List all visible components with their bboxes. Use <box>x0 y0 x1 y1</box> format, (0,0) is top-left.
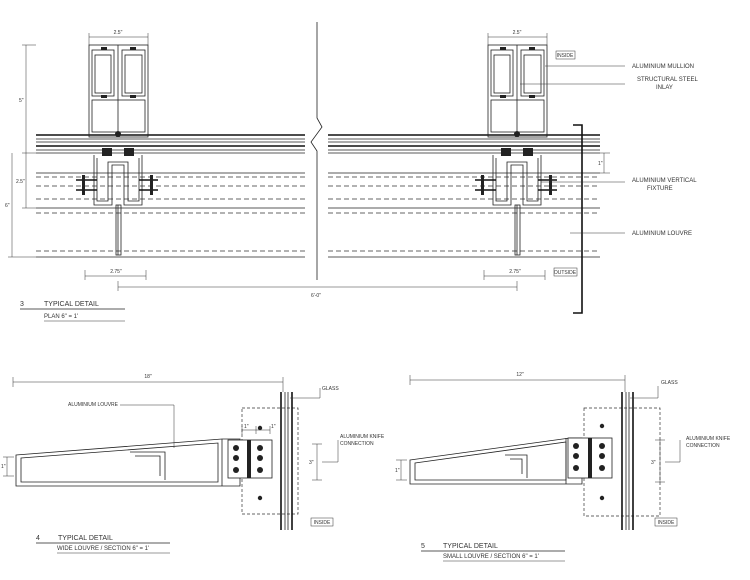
dim-label: 6'-0" <box>311 293 321 299</box>
small-title: 5 TYPICAL DETAIL SMALL LOUVRE / SECTION … <box>421 543 565 562</box>
dim-label: 5" <box>19 98 24 104</box>
small-tag-inside: INSIDE <box>654 517 678 527</box>
louvre-lines-left <box>36 172 305 258</box>
wide-louvre-detail: 18" <box>1 374 385 554</box>
svg-text:WIDE LOUVRE / SECTION 6" = 1: WIDE LOUVRE / SECTION 6" = 1' <box>57 546 149 552</box>
svg-text:ALUMINIUM KNIFE: ALUMINIUM KNIFE <box>340 434 385 440</box>
dim-wide-overall: 18" <box>12 374 284 392</box>
svg-text:3": 3" <box>651 460 656 466</box>
wide-tag-inside: INSIDE <box>310 517 334 527</box>
tag-outside: OUTSIDE <box>553 267 578 277</box>
svg-text:STRUCTURAL STEEL: STRUCTURAL STEEL <box>637 77 698 83</box>
svg-text:1": 1" <box>271 424 276 430</box>
svg-text:3: 3 <box>20 301 24 308</box>
wide-knife-connection <box>227 407 299 515</box>
svg-text:TYPICAL DETAIL: TYPICAL DETAIL <box>443 543 498 550</box>
svg-text:CONNECTION: CONNECTION <box>340 441 374 447</box>
dim-label: 2.5" <box>513 30 522 36</box>
dim-label: 2.75" <box>110 269 122 275</box>
svg-text:1": 1" <box>395 468 400 474</box>
dim-fixture-offset-right: 2.75" <box>483 269 546 280</box>
svg-text:ALUMINIUM VERTICAL: ALUMINIUM VERTICAL <box>632 178 697 184</box>
louvre-lines-right <box>328 172 600 258</box>
wide-label-knife: ALUMINIUM KNIFE CONNECTION <box>322 434 385 463</box>
dim-1in: 1" <box>598 152 610 174</box>
wide-louvre-profile <box>15 438 241 487</box>
dim-overall: 6'-0" <box>117 281 518 299</box>
svg-text:INSIDE: INSIDE <box>557 53 574 59</box>
svg-text:GLASS: GLASS <box>661 380 678 386</box>
svg-text:1": 1" <box>244 424 249 430</box>
svg-text:4: 4 <box>36 535 40 542</box>
label-vertical-fixture: ALUMINIUM VERTICAL FIXTURE <box>541 178 697 192</box>
wide-label-louvre: ALUMINIUM LOUVRE <box>68 402 175 448</box>
bolt-group-left <box>76 175 158 195</box>
wide-glass <box>280 392 293 530</box>
dim-mullion-width-right: 2.5" <box>487 30 548 45</box>
dim-small-overall: 12" <box>409 372 626 392</box>
svg-text:ALUMINIUM LOUVRE: ALUMINIUM LOUVRE <box>68 402 119 408</box>
small-louvre-detail: 12" <box>395 372 731 562</box>
svg-text:INSIDE: INSIDE <box>658 520 675 526</box>
svg-text:INSIDE: INSIDE <box>314 520 331 526</box>
dim-mullion-width-left: 2.5" <box>88 30 149 45</box>
svg-text:PLAN 6" = 1': PLAN 6" = 1' <box>44 314 78 320</box>
svg-text:ALUMINIUM MULLION: ALUMINIUM MULLION <box>632 64 694 70</box>
svg-text:5: 5 <box>421 543 425 550</box>
label-louvre-plan: ALUMINIUM LOUVRE <box>570 231 692 237</box>
mullion-right <box>475 44 557 256</box>
dim-label: 2.5" <box>16 179 25 185</box>
glazing-band-left <box>36 134 305 154</box>
plan-title: 3 TYPICAL DETAIL PLAN 6" = 1' <box>20 301 125 322</box>
svg-text:TYPICAL DETAIL: TYPICAL DETAIL <box>44 301 99 308</box>
svg-text:OUTSIDE: OUTSIDE <box>554 270 577 276</box>
dim-left-vertical: 5" 2.5" 6" <box>5 44 36 258</box>
svg-text:TYPICAL DETAIL: TYPICAL DETAIL <box>58 535 113 542</box>
wide-small-dims: 1" 1" 3" 1" <box>1 424 322 481</box>
mullion-left <box>76 44 158 256</box>
svg-text:FIXTURE: FIXTURE <box>647 186 673 192</box>
svg-text:ALUMINIUM LOUVRE: ALUMINIUM LOUVRE <box>632 231 692 237</box>
small-dims: 3" 1" <box>395 439 665 483</box>
small-label-knife: ALUMINIUM KNIFE CONNECTION <box>665 436 731 463</box>
small-louvre-profile <box>409 437 583 485</box>
dim-label: 2.75" <box>509 269 521 275</box>
small-knife-connection <box>567 407 661 517</box>
dim-label: 12" <box>516 372 524 378</box>
svg-text:CONNECTION: CONNECTION <box>686 443 720 449</box>
svg-text:SMALL LOUVRE / SECTION 6" =: SMALL LOUVRE / SECTION 6" = 1' <box>443 554 539 560</box>
plan-detail: 2.5" 2.5" 5" 2.5" 6" 2.75" <box>5 22 698 322</box>
svg-text:GLASS: GLASS <box>322 386 339 392</box>
dim-label: 18" <box>144 374 152 380</box>
tag-inside: INSIDE <box>555 50 576 60</box>
section-marker <box>573 124 583 314</box>
bolt-group-right <box>475 175 557 195</box>
svg-text:INLAY: INLAY <box>656 85 673 91</box>
small-glass <box>621 392 634 530</box>
dim-label: 2.5" <box>114 30 123 36</box>
label-steel-inlay: STRUCTURAL STEEL INLAY <box>520 77 698 91</box>
dim-label: 6" <box>5 203 10 209</box>
svg-text:ALUMINIUM KNIFE: ALUMINIUM KNIFE <box>686 436 731 442</box>
svg-text:1": 1" <box>1 464 6 470</box>
break-line <box>310 22 323 280</box>
svg-text:3": 3" <box>309 460 314 466</box>
dim-label: 1" <box>598 161 603 167</box>
wide-label-glass: GLASS <box>290 386 339 399</box>
glazing-band-right <box>328 134 600 154</box>
small-label-glass: GLASS <box>630 380 678 399</box>
wide-title: 4 TYPICAL DETAIL WIDE LOUVRE / SECTION 6… <box>36 535 170 554</box>
label-mullion: ALUMINIUM MULLION <box>545 64 694 70</box>
dim-fixture-offset-left: 2.75" <box>84 269 147 280</box>
